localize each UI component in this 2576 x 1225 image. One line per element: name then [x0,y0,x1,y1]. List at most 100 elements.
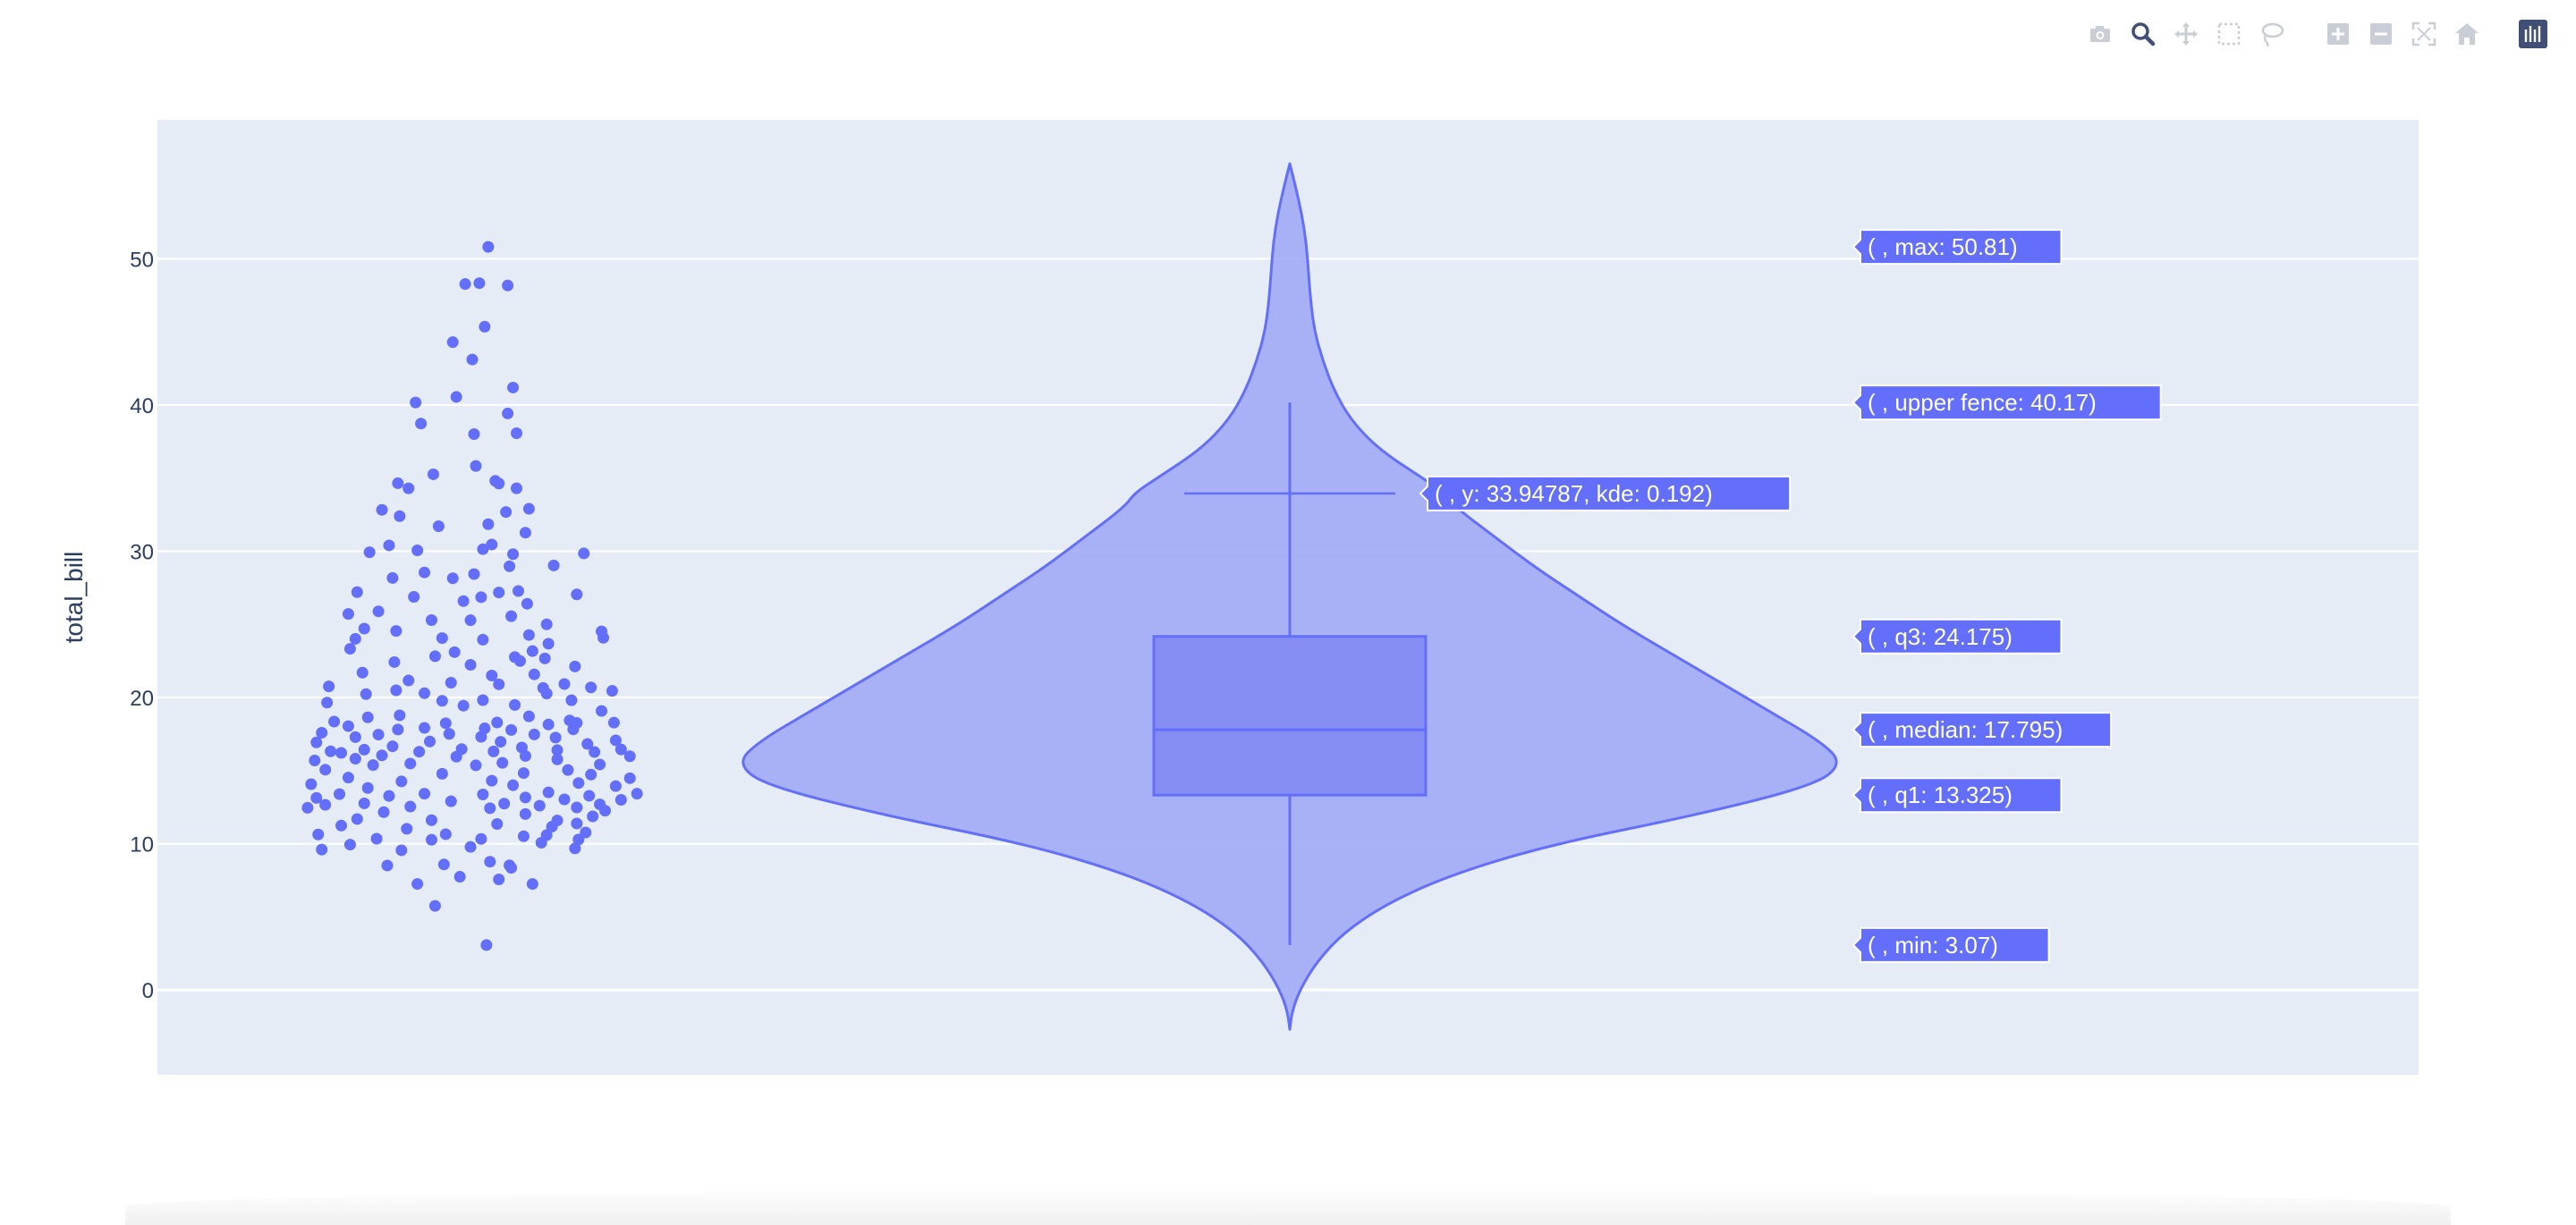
data-point[interactable] [370,832,383,845]
data-point[interactable] [542,786,555,798]
data-point[interactable] [538,652,551,664]
data-point[interactable] [419,687,431,699]
data-point[interactable] [402,482,415,494]
data-point[interactable] [495,736,507,748]
data-point[interactable] [445,677,457,689]
data-point[interactable] [502,279,514,291]
data-point[interactable] [502,407,514,419]
data-point[interactable] [589,746,601,758]
data-point[interactable] [486,538,498,551]
data-point[interactable] [439,828,452,841]
data-point[interactable] [319,798,332,811]
data-point[interactable] [486,670,498,682]
data-point[interactable] [475,731,487,743]
data-point[interactable] [410,396,422,409]
data-point[interactable] [408,591,420,604]
data-point[interactable] [383,790,395,802]
data-point[interactable] [425,614,437,627]
data-point[interactable] [411,878,424,891]
data-point[interactable] [377,806,390,818]
data-point[interactable] [571,817,583,830]
data-point[interactable] [381,859,394,872]
data-point[interactable] [428,650,441,663]
data-point[interactable] [439,717,452,730]
data-point[interactable] [477,788,489,800]
data-point[interactable] [404,800,417,813]
data-point[interactable] [623,750,636,763]
data-point[interactable] [415,418,428,430]
data-point[interactable] [542,718,555,731]
data-point[interactable] [507,779,520,791]
data-point[interactable] [361,781,374,794]
data-point[interactable] [316,843,328,856]
data-point[interactable] [464,841,477,853]
lasso-select-icon[interactable] [2252,16,2292,52]
data-point[interactable] [424,735,436,748]
data-point[interactable] [580,826,592,839]
data-point[interactable] [507,381,520,393]
data-point[interactable] [614,743,627,756]
data-point[interactable] [513,585,524,597]
data-point[interactable] [419,566,431,579]
data-point[interactable] [526,878,538,891]
data-point[interactable] [491,818,504,831]
data-point[interactable] [596,705,608,717]
data-point[interactable] [310,736,323,748]
data-point[interactable] [519,807,531,820]
data-point[interactable] [571,801,583,814]
data-point[interactable] [395,775,408,788]
data-point[interactable] [388,655,401,668]
data-point[interactable] [386,740,399,753]
data-point[interactable] [509,698,521,711]
data-point[interactable] [511,427,523,439]
data-point[interactable] [419,788,431,800]
data-point[interactable] [542,638,555,650]
data-point[interactable] [351,586,363,598]
data-point[interactable] [372,605,385,618]
data-point[interactable] [607,716,620,729]
data-point[interactable] [522,629,535,641]
data-point[interactable] [606,685,618,697]
data-point[interactable] [312,828,325,841]
data-point[interactable] [562,764,574,776]
data-point[interactable] [394,709,406,722]
data-point[interactable] [413,746,426,758]
data-point[interactable] [343,643,356,655]
data-point[interactable] [394,510,406,522]
data-point[interactable] [464,659,477,672]
data-point[interactable] [470,460,482,472]
data-point[interactable] [522,710,535,722]
data-point[interactable] [623,772,636,784]
data-point[interactable] [310,791,323,804]
data-point[interactable] [404,757,417,770]
data-point[interactable] [428,900,441,912]
data-point[interactable] [549,731,562,744]
data-point[interactable] [491,716,504,729]
data-point[interactable] [321,697,334,709]
data-point[interactable] [349,731,361,743]
data-point[interactable] [477,543,489,555]
autoscale-icon[interactable] [2404,16,2444,52]
data-point[interactable] [358,743,370,756]
data-point[interactable] [446,572,459,585]
zoom-icon[interactable] [2123,16,2163,52]
data-point[interactable] [587,810,599,823]
data-point[interactable] [572,777,585,790]
data-point[interactable] [457,595,470,607]
data-point[interactable] [540,688,553,700]
data-point[interactable] [546,820,558,832]
data-point[interactable] [599,805,612,817]
data-point[interactable] [301,801,314,814]
data-point[interactable] [513,655,526,667]
data-point[interactable] [448,646,461,658]
data-point[interactable] [493,587,505,599]
data-point[interactable] [565,694,578,706]
data-point[interactable] [360,688,372,700]
data-point[interactable] [356,666,369,679]
data-point[interactable] [507,548,520,561]
data-point[interactable] [453,871,466,883]
plotly-logo-icon[interactable] [2513,16,2553,52]
data-point[interactable] [498,798,511,810]
data-point[interactable] [349,753,361,765]
data-point[interactable] [569,842,581,855]
